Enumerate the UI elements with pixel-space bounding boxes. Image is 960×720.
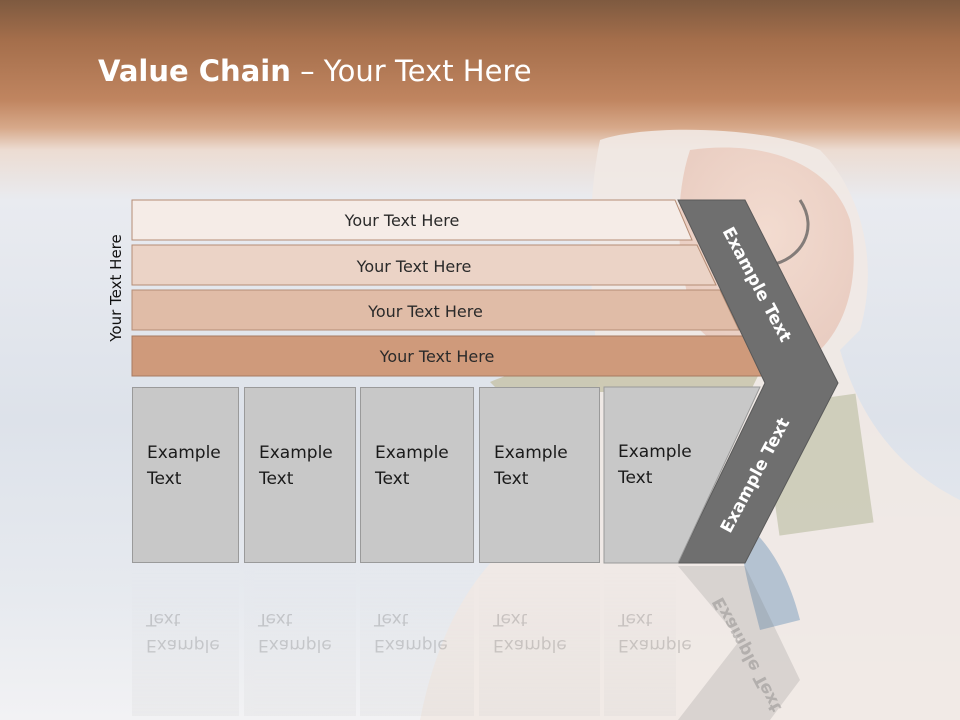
chevron-reflection	[678, 566, 800, 720]
activity-box-4: Example Text	[479, 387, 600, 563]
activity-box-1: Example Text	[132, 387, 239, 563]
box-3-line-1: Example	[375, 443, 449, 463]
box-4-line-2: Text	[494, 469, 529, 489]
band-shape-3	[131, 289, 740, 331]
slide-title: Value Chain – Your Text Here	[98, 54, 532, 88]
last-box-shape	[603, 386, 761, 564]
band-2: Your Text Here	[132, 246, 716, 286]
band-1: Your Text Here	[132, 200, 692, 240]
box-5-line-2: Text	[618, 468, 653, 488]
box-3-reflection-line-1: Example	[374, 635, 448, 655]
box-2-line-1: Example	[259, 443, 333, 463]
band-3: Your Text Here	[132, 291, 739, 331]
box-3-line-2: Text	[375, 469, 410, 489]
box-1-reflection: Example Text	[132, 566, 239, 716]
band-shape-2	[131, 244, 717, 286]
band-1-label: Your Text Here	[344, 210, 460, 230]
title-bold: Value Chain	[98, 54, 291, 88]
box-5-reflection: Example Text	[604, 566, 692, 716]
band-3-label: Your Text Here	[368, 301, 483, 321]
box-2-reflection-line-1: Example	[258, 635, 332, 655]
box-5-line-1: Example	[618, 442, 692, 462]
band-4-label: Your Text Here	[379, 346, 495, 366]
box-4-reflection-line-1: Example	[493, 635, 567, 655]
box-1-reflection-line-2: Text	[146, 609, 181, 629]
activity-box-3: Example Text	[360, 387, 474, 563]
activity-box-2: Example Text	[244, 387, 356, 563]
activity-box-5: Example Text	[604, 387, 694, 563]
box-5-reflection-line-1: Example	[618, 635, 692, 655]
box-2-line-2: Text	[259, 469, 294, 489]
box-4-reflection-line-2: Text	[493, 609, 528, 629]
box-1-reflection-line-1: Example	[146, 635, 220, 655]
box-2-reflection: Example Text	[244, 566, 356, 716]
title-rest: – Your Text Here	[290, 54, 532, 88]
box-3-reflection: Example Text	[360, 566, 474, 716]
box-1-line-2: Text	[147, 469, 182, 489]
box-5-reflection-line-2: Text	[618, 609, 653, 629]
band-shape-1	[131, 199, 693, 241]
band-2-label: Your Text Here	[356, 256, 472, 276]
box-1-line-1: Example	[147, 443, 221, 463]
chevron-arrow	[677, 199, 839, 564]
box-4-reflection: Example Text	[479, 566, 600, 716]
box-4-line-1: Example	[494, 443, 568, 463]
box-2-reflection-line-2: Text	[258, 609, 293, 629]
band-4: Your Text Here	[132, 336, 762, 376]
box-3-reflection-line-2: Text	[374, 609, 409, 629]
